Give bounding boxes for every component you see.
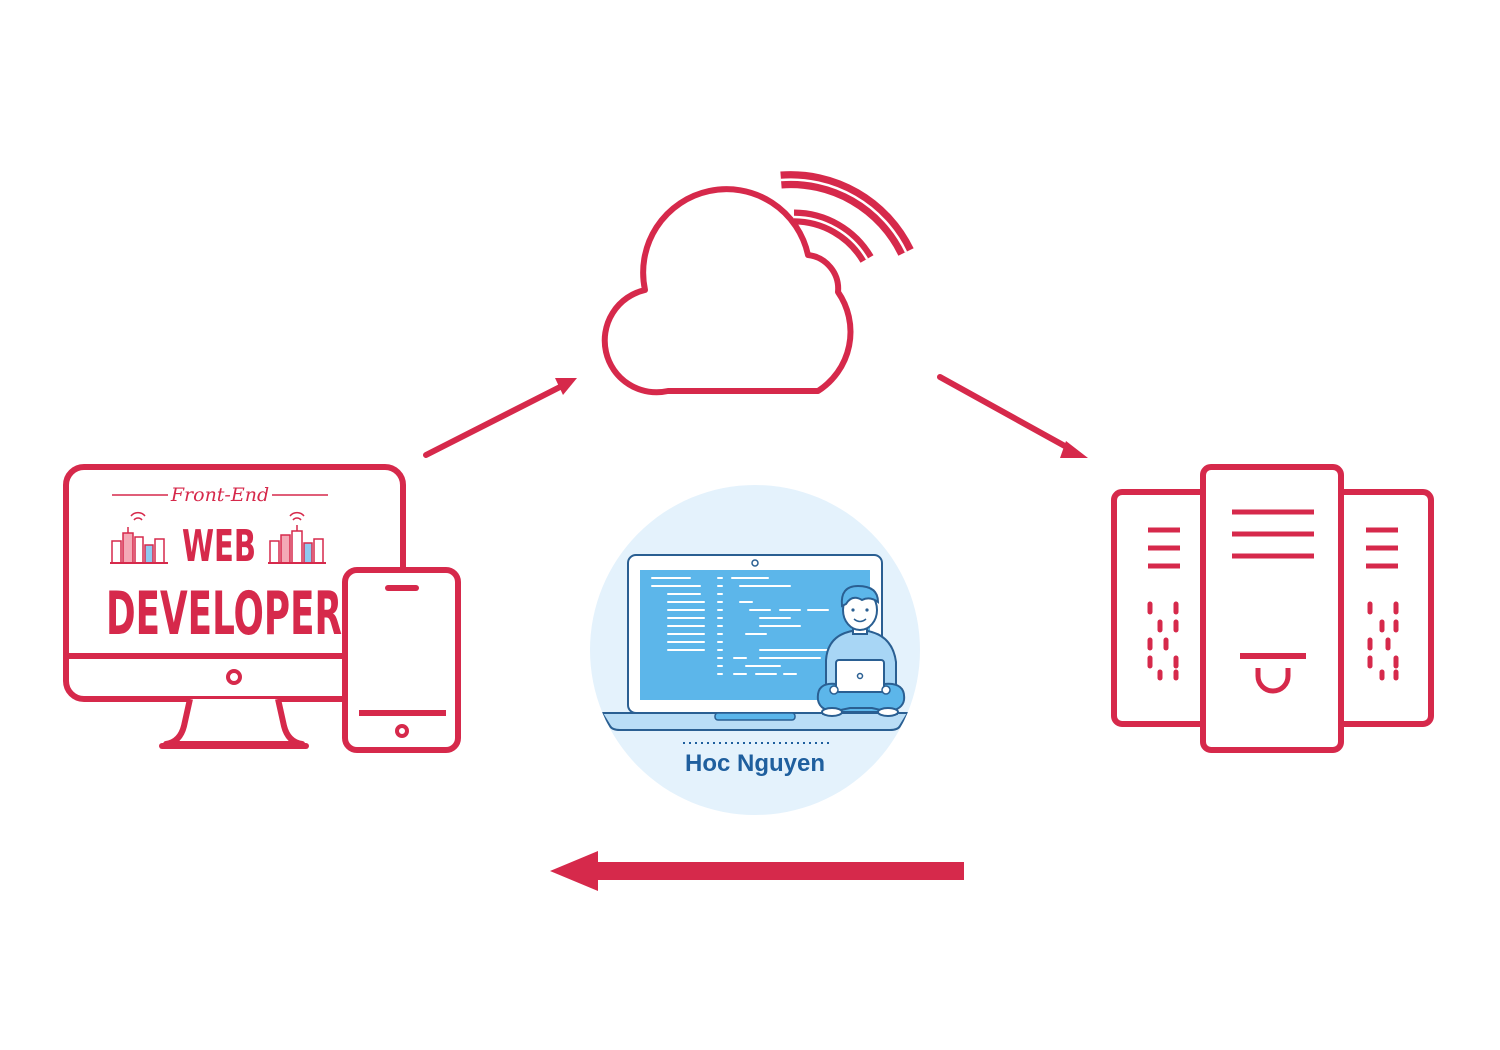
cloud-icon — [601, 186, 854, 396]
laptop-icon — [600, 554, 910, 731]
arrow-server-to-client — [550, 851, 964, 891]
client-subtitle: Front-End — [170, 484, 269, 506]
smartphone-icon — [342, 567, 461, 753]
wifi-icon — [289, 511, 305, 521]
server-tower-icon — [1111, 464, 1434, 753]
wifi-icon — [130, 511, 146, 521]
arrow-cloud-to-server — [937, 374, 1088, 458]
client-banner: Front-End WEB — [106, 484, 342, 649]
wireless-signal-icon — [780, 171, 914, 263]
author-name: Hoc Nguyen — [685, 750, 825, 777]
city-buildings-icon — [268, 525, 326, 564]
client-title-line2: DEVELOPER — [106, 579, 342, 649]
arrow-client-to-cloud — [423, 378, 577, 458]
developer-person-icon — [816, 584, 906, 717]
client-title-line1: WEB — [182, 521, 256, 572]
developer-illustration: Hoc Nguyen — [590, 485, 920, 815]
city-buildings-icon — [110, 527, 168, 564]
